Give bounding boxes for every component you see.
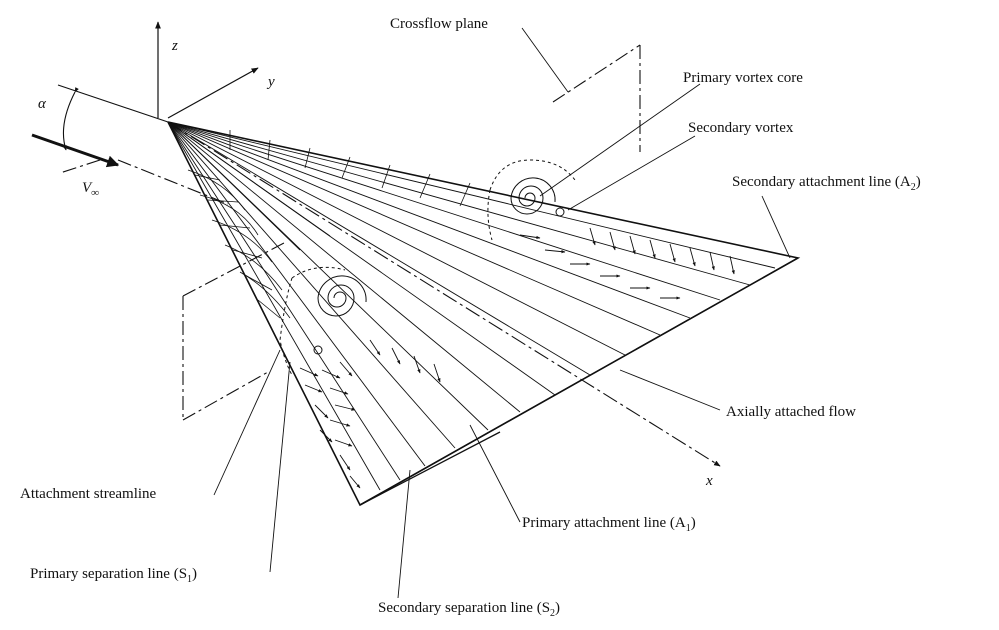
z-axis-label: z: [171, 38, 178, 54]
primary-vortex-left: [279, 266, 367, 376]
y-axis-label: y: [266, 74, 275, 90]
crossflow-arrows-left: [299, 339, 441, 489]
secondary-attachment-label: Secondary attachment line (A2): [732, 174, 921, 193]
primary-separation-text: Primary separation line (S: [30, 566, 187, 582]
secondary-attachment-subscript: 2: [911, 182, 916, 193]
crossflow-arrows-right: [519, 227, 735, 300]
secondary-separation-paren: ): [555, 600, 560, 616]
leading-edge-hatch-lower: [194, 174, 281, 319]
radial-streamlines: [167, 121, 776, 491]
alpha-label: α: [38, 96, 47, 112]
secondary-separation-text: Secondary separation line (S: [378, 600, 550, 616]
leading-edge-hatch-upper: [229, 130, 471, 207]
primary-separation-subscript: 1: [187, 574, 192, 585]
primary-separation-paren: ): [192, 566, 197, 582]
wing-outline: [167, 121, 801, 507]
leader-lines: [213, 27, 791, 599]
primary-vortex-core-label: Primary vortex core: [683, 70, 803, 86]
freestream-extension: [117, 159, 229, 205]
crossflow-plane-label: Crossflow plane: [390, 16, 488, 32]
secondary-attachment-paren: ): [916, 174, 921, 190]
primary-vortex-right: [487, 159, 576, 241]
secondary-separation-subscript: 2: [550, 608, 555, 619]
primary-separation-label: Primary separation line (S1): [30, 566, 197, 585]
primary-attachment-paren: ): [691, 515, 696, 531]
crossflow-plane: [182, 44, 641, 421]
secondary-vortex-label: Secondary vortex: [688, 120, 794, 136]
freestream-subscript: ∞: [91, 187, 99, 199]
alpha-arc: [62, 87, 79, 151]
axially-attached-flow-label: Axially attached flow: [726, 404, 856, 420]
freestream-velocity-label: V∞: [82, 180, 99, 199]
primary-attachment-subscript: 1: [686, 523, 691, 534]
centerline-x-axis: [167, 121, 721, 467]
secondary-separation-label: Secondary separation line (S2): [378, 600, 560, 619]
secondary-attachment-text: Secondary attachment line (A: [732, 174, 911, 190]
attachment-streamline-label: Attachment streamline: [20, 486, 157, 502]
x-axis-label: x: [705, 473, 713, 489]
freestream-line: [59, 159, 101, 174]
coordinate-axes: [57, 21, 259, 123]
primary-attachment-text: Primary attachment line (A: [522, 515, 686, 531]
primary-attachment-label: Primary attachment line (A1): [522, 515, 696, 534]
curved-streamlines: [187, 169, 291, 319]
freestream-arrow: [31, 133, 120, 168]
